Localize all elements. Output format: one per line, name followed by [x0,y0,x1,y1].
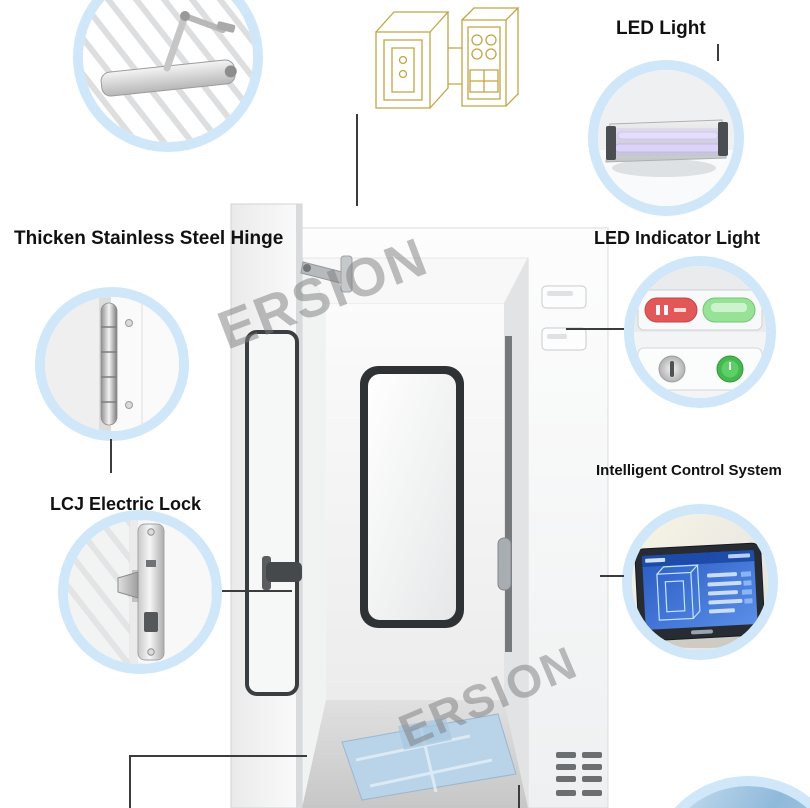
latch-bolt [117,571,139,599]
door-closer-photo [83,0,253,142]
gold-wireframe-drawing [375,7,520,109]
connector-hinge [110,439,112,473]
inner-door-window [360,366,464,628]
doorway-grab-handle [497,537,512,591]
led-indicator-photo [634,266,766,398]
connector-bottom-left-v [129,755,131,808]
stainless-hinge-callout [35,287,189,441]
stainless-hinge-photo [45,297,179,431]
lock-faceplate [137,523,165,661]
connector-bottom-left-h [129,755,307,757]
touch-screen-panel [634,542,766,642]
label-electric-lock: LCJ Electric Lock [50,494,202,514]
control-system-callout [622,504,778,660]
connector-control [600,575,624,577]
connector-indicator [566,328,624,330]
label-led-light: LED Light [616,18,706,39]
hinge-barrel [100,302,118,426]
electric-lock-callout [58,510,222,674]
floor-protective-film [341,713,517,801]
key-switch [658,355,686,383]
interior-left-wall [302,258,326,808]
nozzle-strip [505,336,512,652]
door-handle [262,556,302,590]
power-button [716,355,744,383]
led-light-photo [598,70,734,206]
connector-wireframe [356,114,358,206]
led-light-callout [588,60,744,216]
control-system-photo [632,514,768,650]
door-closer-callout [73,0,263,152]
ventilation-grille [556,752,602,796]
screen-wireframe-cabinet [656,564,701,621]
top-hinge [300,255,353,293]
open-door [230,203,303,808]
door-glass-panel [245,330,299,696]
label-intelligent-control: Intelligent Control System [596,462,782,479]
led-indicator-callout [624,256,776,408]
red-indicator [644,297,698,323]
label-stainless-hinge: Thicken Stainless Steel Hinge [14,228,284,249]
green-indicator [702,297,756,323]
connector-bottom-center [518,785,520,808]
door-control-panels [541,285,587,351]
electric-lock-photo [68,520,212,664]
label-led-indicator: LED Indicator Light [594,228,760,248]
connector-lock [222,590,292,592]
connector-led-light [717,44,719,61]
